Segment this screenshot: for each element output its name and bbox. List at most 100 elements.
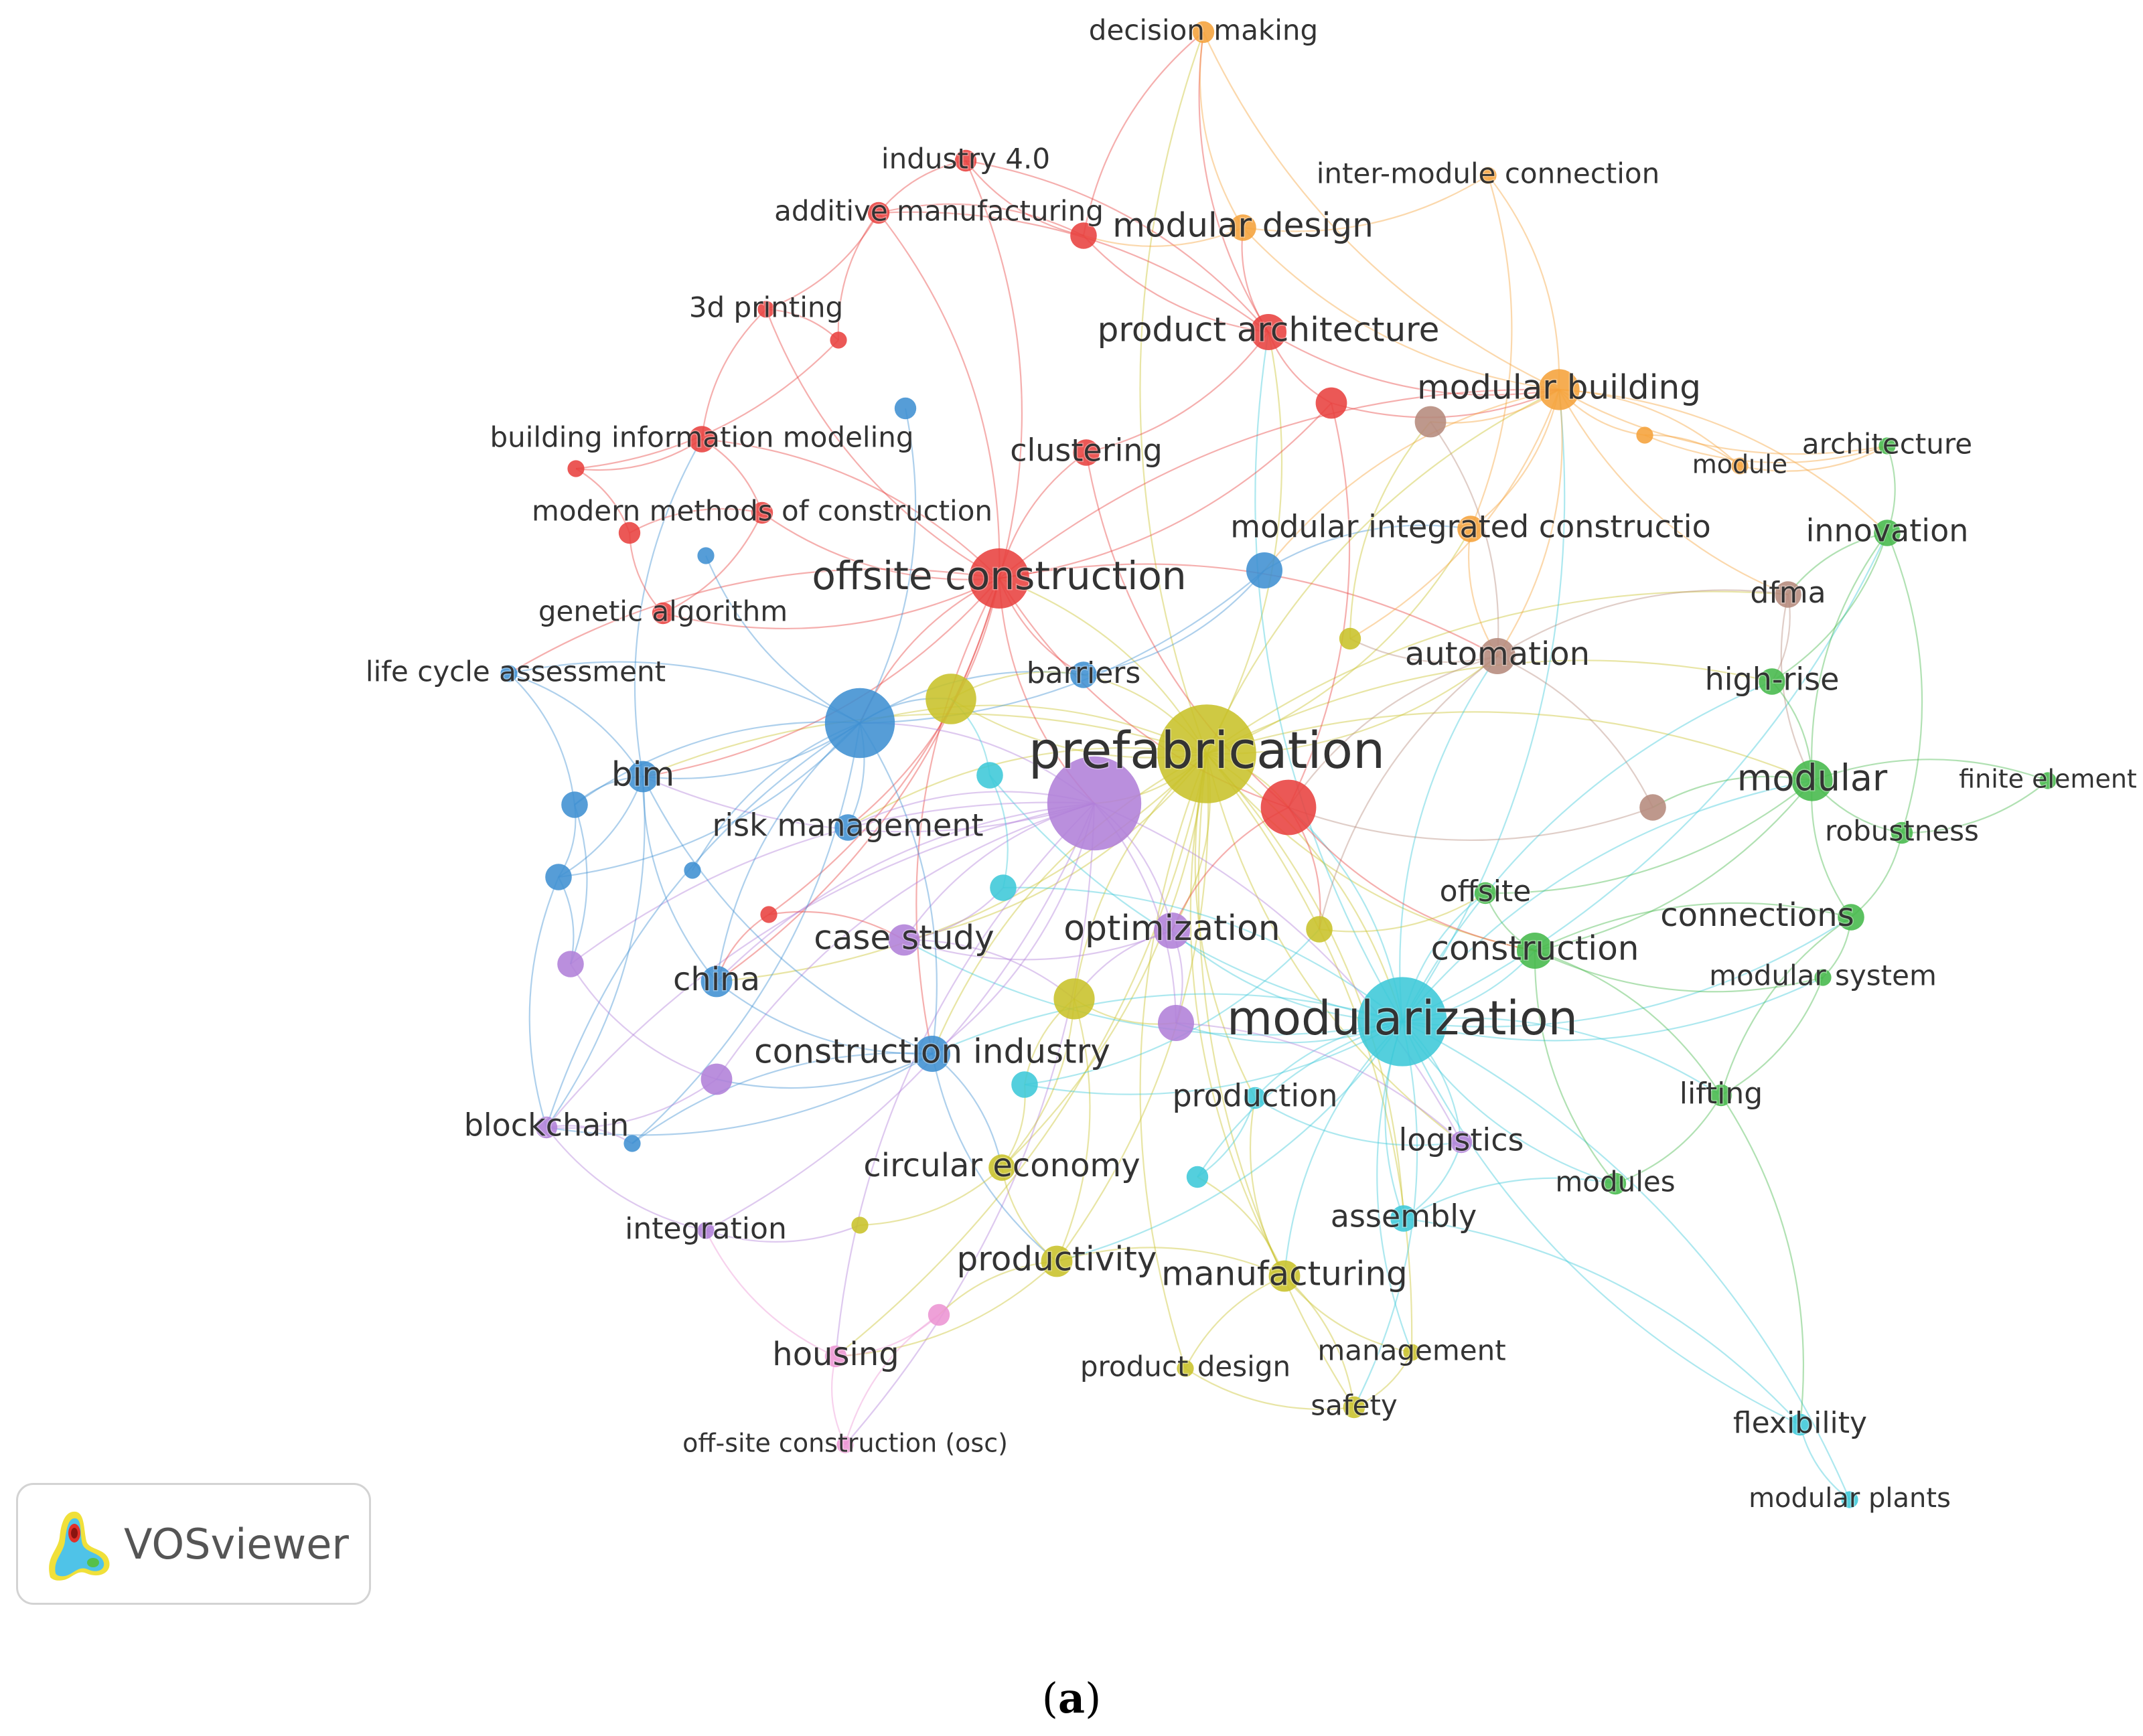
node-red-unl-2[interactable] (830, 331, 847, 349)
label-housing: housing (772, 1336, 899, 1373)
edge-robustness--finite-element (1901, 780, 2049, 834)
edge-case-study--yellow-unl-4 (903, 939, 1075, 1000)
node-red-unl-7[interactable] (760, 906, 778, 923)
node-yellow-unl-2[interactable] (926, 674, 976, 724)
node-barriers[interactable] (1070, 661, 1097, 688)
node-cyan-unl-1[interactable] (976, 762, 1003, 789)
node-purple-unl-1[interactable] (1047, 756, 1142, 851)
node-architecture[interactable] (1878, 437, 1896, 455)
node-clustering[interactable] (1073, 439, 1100, 466)
node-inter-module-connection[interactable] (1479, 167, 1497, 184)
label-integration: integration (625, 1212, 787, 1246)
node-production[interactable] (1244, 1087, 1266, 1109)
node-yellow-unl-5[interactable] (851, 1216, 869, 1234)
node-modular-system[interactable] (1814, 969, 1832, 986)
node-offsite-construction[interactable] (969, 548, 1029, 609)
node-connections[interactable] (1838, 904, 1864, 931)
node-housing[interactable] (824, 1345, 847, 1368)
node-life-cycle-assessment[interactable] (500, 665, 518, 682)
node-blue-unl-2[interactable] (697, 547, 715, 564)
node-case-study[interactable] (888, 924, 920, 956)
node-finite-element[interactable] (2039, 772, 2057, 789)
node-red-unl-4[interactable] (567, 460, 585, 477)
node-purple-unl-4[interactable] (700, 1063, 733, 1095)
node-purple-unl-3[interactable] (1158, 1005, 1194, 1041)
node-industry-4-0[interactable] (954, 149, 977, 172)
node-off-site-construction-osc[interactable] (836, 1436, 854, 1453)
node-red-unl-5[interactable] (618, 522, 641, 544)
node-modularization[interactable] (1357, 977, 1447, 1067)
node-manufacturing[interactable] (1268, 1260, 1301, 1292)
node-optimization[interactable] (1154, 913, 1190, 949)
node-cyan-unl-4[interactable] (1186, 1166, 1209, 1188)
node-yellow-unl-1[interactable] (1339, 627, 1361, 650)
node-high-rise[interactable] (1759, 668, 1785, 695)
node-product-design[interactable] (1177, 1360, 1194, 1377)
node-modular[interactable] (1791, 760, 1833, 801)
node-construction-industry[interactable] (914, 1036, 950, 1072)
node-product-architecture[interactable] (1250, 314, 1286, 350)
node-blue-unl-4[interactable] (824, 688, 895, 759)
node-brown-unl-1[interactable] (1414, 406, 1447, 438)
node-building-information-modeling[interactable] (688, 426, 715, 453)
edge-purple-unl-1--purple-unl-4 (716, 802, 1095, 1080)
node-red-unl-6[interactable] (1260, 779, 1317, 836)
node-automation[interactable] (1479, 638, 1516, 674)
node-cyan-unl-2[interactable] (990, 874, 1017, 901)
node-circular-economy[interactable] (988, 1154, 1015, 1181)
edge-offsite-construction--construction-industry (915, 578, 1000, 1054)
node-cyan-unl-3[interactable] (1011, 1071, 1038, 1098)
node-additive-manufacturing[interactable] (867, 202, 890, 224)
node-modular-design[interactable] (1230, 214, 1256, 241)
node-red-unl-1[interactable] (1070, 222, 1097, 249)
node-blue-unl-3[interactable] (1246, 552, 1282, 588)
node-innovation[interactable] (1874, 520, 1901, 546)
node-risk-management[interactable] (834, 814, 861, 841)
node-construction[interactable] (1517, 933, 1553, 969)
node-blue-unl-8[interactable] (623, 1135, 641, 1152)
node-prefabrication[interactable] (1157, 704, 1256, 803)
node-blue-unl-1[interactable] (894, 397, 917, 420)
node-bim[interactable] (627, 761, 659, 793)
edge-blue-unl-4--construction-industry (859, 722, 938, 1054)
node-logistics[interactable] (1450, 1131, 1473, 1154)
node-modern-methods-of-construction[interactable] (751, 501, 773, 524)
node-flexibility[interactable] (1789, 1413, 1812, 1436)
node-yellow-unl-3[interactable] (1306, 916, 1333, 943)
node-safety[interactable] (1343, 1396, 1365, 1419)
node-blue-unl-7[interactable] (684, 862, 701, 879)
node-genetic-algorithm[interactable] (652, 602, 674, 625)
edge-offsite-construction--3d-printing (765, 309, 1000, 579)
node-modules[interactable] (1604, 1172, 1627, 1195)
edge-offsite-construction--building-information-modeling (701, 438, 1000, 579)
node-orange-unl-1[interactable] (1636, 426, 1653, 444)
node-china[interactable] (700, 965, 733, 998)
node-3d-printing[interactable] (757, 301, 775, 318)
node-blue-unl-6[interactable] (545, 864, 572, 890)
edge-modularization--case-study (903, 939, 1403, 1036)
node-decision-making[interactable] (1192, 21, 1215, 44)
node-dfma[interactable] (1775, 581, 1801, 608)
node-purple-unl-2[interactable] (557, 951, 584, 977)
node-blue-unl-5[interactable] (561, 791, 588, 818)
node-red-unl-3[interactable] (1315, 387, 1347, 419)
node-integration[interactable] (697, 1222, 715, 1239)
node-robustness[interactable] (1891, 821, 1913, 844)
node-yellow-unl-4[interactable] (1053, 978, 1095, 1020)
edge-prefabrication--decision-making (1139, 31, 1208, 755)
node-module[interactable] (1731, 457, 1749, 475)
node-pink-unl-1[interactable] (928, 1304, 950, 1326)
node-brown-unl-2[interactable] (1639, 794, 1666, 821)
node-modular-integrated-constructio[interactable] (1457, 516, 1484, 542)
edge-integration--blockchain (546, 1127, 707, 1232)
node-modular-plants[interactable] (1841, 1491, 1858, 1508)
node-assembly[interactable] (1390, 1205, 1417, 1232)
edge-construction--lifting (1534, 949, 1722, 1096)
node-management[interactable] (1403, 1344, 1420, 1361)
node-modular-building[interactable] (1538, 369, 1580, 410)
node-productivity[interactable] (1041, 1245, 1073, 1277)
edge-manufacturing--safety (1284, 1275, 1355, 1408)
node-lifting[interactable] (1710, 1084, 1732, 1107)
node-offsite[interactable] (1474, 882, 1497, 904)
node-blockchain[interactable] (535, 1116, 558, 1139)
